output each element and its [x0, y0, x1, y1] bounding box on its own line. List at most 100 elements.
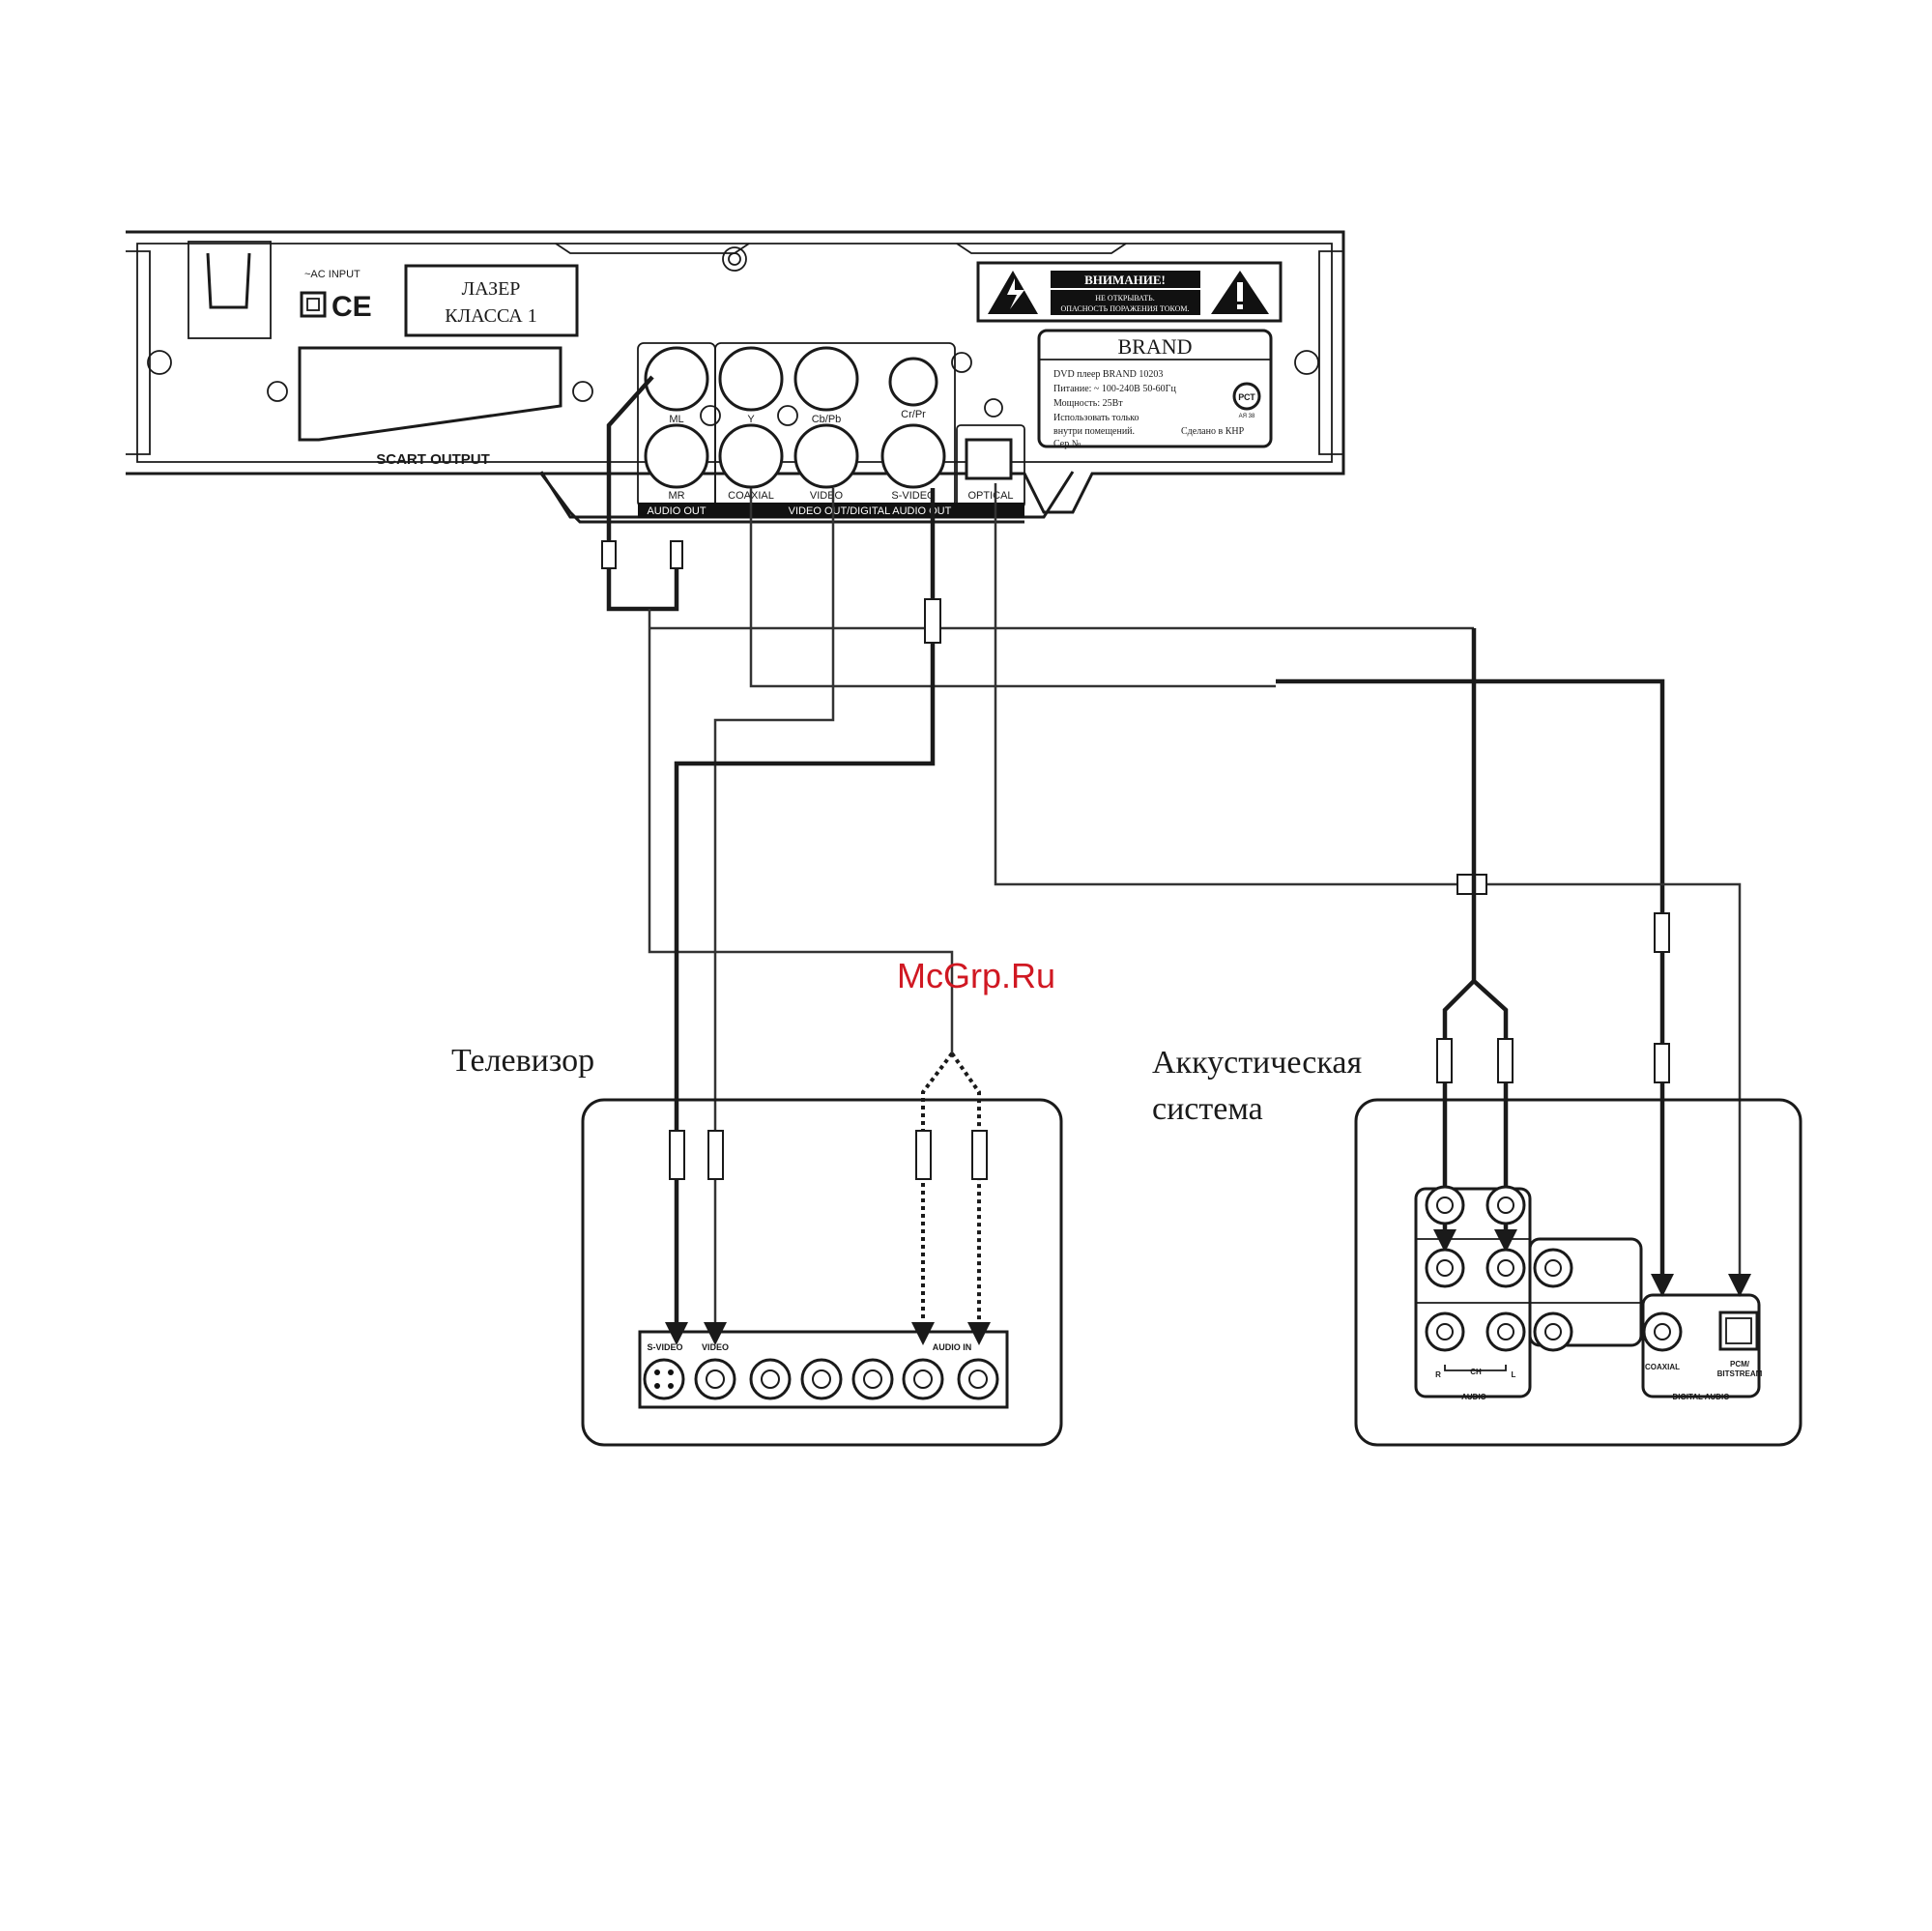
- jack-ml-label: ML: [669, 414, 683, 425]
- plug-icon: [915, 1130, 932, 1180]
- speaker-title-line2: система: [1152, 1091, 1263, 1127]
- group-video-out-label: VIDEO OUT/DIGITAL AUDIO OUT: [789, 505, 952, 517]
- jack-video[interactable]: [793, 423, 859, 489]
- arrow-down-icon: [665, 1322, 688, 1345]
- plug-icon: [670, 540, 683, 569]
- jack-y[interactable]: [718, 346, 784, 412]
- speaker-coaxial-label: COAXIAL: [1645, 1363, 1680, 1371]
- tv-audio-in-label: AUDIO IN: [933, 1342, 972, 1352]
- jack-optical-label: OPTICAL: [967, 490, 1013, 502]
- exclamation-icon: [1237, 282, 1243, 302]
- arrow-down-icon: [1433, 1229, 1456, 1253]
- warning-line1: НЕ ОТКРЫВАТЬ.: [1095, 294, 1154, 303]
- plug-icon: [1436, 1038, 1453, 1083]
- jack-cb-pb[interactable]: [793, 346, 859, 412]
- speaker-digital-audio-label: DIGITAL AUDIO: [1673, 1393, 1730, 1401]
- jack-cr-pr-label: Cr/Pr: [901, 409, 926, 420]
- warning-sticker: ВНИМАНИЕ! НЕ ОТКРЫВАТЬ. ОПАСНОСТЬ ПОРАЖЕ…: [976, 261, 1283, 323]
- jack-cb-pb-label: Cb/Pb: [812, 414, 842, 425]
- tv-s-video-label: S-VIDEO: [647, 1342, 682, 1352]
- speaker-pcm-line2: BITSTREAM: [1717, 1369, 1763, 1378]
- cert-mark: РСТ: [1238, 392, 1255, 402]
- laser-label-line1: ЛАЗЕР: [462, 278, 521, 300]
- jack-s-video-label: S-VIDEO: [891, 490, 936, 502]
- scart-output-label: SCART OUTPUT: [376, 451, 490, 468]
- screw-left-icon: [147, 350, 172, 375]
- spec-serial: Сер.№: [1053, 439, 1081, 449]
- dvd-player-rear-panel: ~AC INPUT CE ЛАЗЕР КЛАССА 1 SCART OUTPUT…: [126, 230, 1345, 524]
- arrow-down-icon: [1651, 1274, 1674, 1297]
- ce-mark: CE: [332, 291, 372, 323]
- cable-speaker-trunk: [1442, 628, 1509, 1232]
- speaker-pcm-line1: PCM/: [1730, 1360, 1750, 1369]
- plug-icon: [1654, 912, 1670, 953]
- jack-video-label: VIDEO: [810, 490, 844, 502]
- plug-icon: [924, 598, 941, 644]
- arrow-down-icon: [1494, 1229, 1517, 1253]
- jack-optical[interactable]: [965, 438, 1013, 480]
- jack-s-video[interactable]: [880, 423, 946, 489]
- spec-line5: внутри помещений.: [1053, 426, 1135, 437]
- tv-title: Телевизор: [451, 1043, 594, 1079]
- plug-icon: [601, 540, 617, 569]
- jack-cr-pr[interactable]: [888, 357, 938, 407]
- screw-icon: [951, 352, 972, 373]
- jack-y-label: Y: [747, 414, 755, 425]
- tv-device: Телевизор S-VIDEO VIDEO AUDIO IN: [451, 1043, 1063, 1447]
- laser-class-label: [404, 264, 579, 337]
- spec-line4: Использовать только: [1053, 413, 1139, 423]
- lightning-icon: [1007, 278, 1024, 309]
- cable-audio-in-split: [921, 1052, 981, 1324]
- scart-connector: [298, 346, 562, 442]
- screw-top-icon: [722, 246, 747, 272]
- jack-coaxial[interactable]: [718, 423, 784, 489]
- double-insulation-icon: [300, 291, 327, 318]
- speaker-ch-label: CH: [1470, 1368, 1482, 1376]
- speaker-l-label: L: [1512, 1370, 1516, 1379]
- ac-input-socket: [187, 241, 272, 339]
- plug-icon: [707, 1130, 724, 1180]
- warning-line2: ОПАСНОСТЬ ПОРАЖЕНИЯ ТОКОМ.: [1060, 304, 1189, 313]
- rating-plate: BRAND DVD плеер BRAND 10203 Питание: ~ 1…: [1037, 329, 1273, 449]
- cert-code: АЯ 38: [1239, 414, 1255, 419]
- screw-icon: [984, 398, 1003, 418]
- arrow-down-icon: [704, 1322, 727, 1345]
- speaker-system-device: Аккустическая система R CH L AUDIO: [1152, 1045, 1802, 1447]
- tv-s-video-jack[interactable]: [643, 1358, 685, 1400]
- screw-icon: [572, 381, 593, 402]
- cable-coaxial: [749, 488, 1276, 688]
- brand-label: BRAND: [1117, 334, 1192, 359]
- cable-video: [713, 488, 835, 1324]
- spec-made-in: Сделано в КНР: [1181, 426, 1245, 437]
- screw-right-icon: [1294, 350, 1319, 375]
- arrow-down-icon: [1728, 1274, 1751, 1297]
- screw-icon: [267, 381, 288, 402]
- group-audio-out-label: AUDIO OUT: [647, 505, 706, 517]
- ac-input-label: ~AC INPUT: [304, 269, 360, 280]
- jack-mr[interactable]: [644, 423, 709, 489]
- plug-icon: [669, 1130, 685, 1180]
- plug-icon: [1654, 1043, 1670, 1083]
- cable-optical: [994, 483, 1742, 1281]
- speaker-title-line1: Аккустическая: [1152, 1045, 1362, 1081]
- warning-title: ВНИМАНИЕ!: [1084, 273, 1166, 287]
- speaker-audio-label: AUDIO: [1461, 1393, 1486, 1401]
- cable-audio-pair: [606, 375, 679, 612]
- plug-icon: [971, 1130, 988, 1180]
- spec-line1: DVD плеер BRAND 10203: [1053, 369, 1163, 380]
- plug-icon: [1497, 1038, 1514, 1083]
- arrow-down-icon: [911, 1322, 935, 1345]
- arrow-down-icon: [967, 1322, 991, 1345]
- cables: [601, 375, 1751, 1345]
- laser-label-line2: КЛАССА 1: [445, 305, 536, 327]
- jack-mr-label: MR: [668, 490, 684, 502]
- spec-line2: Питание: ~ 100-240В 50-60Гц: [1053, 384, 1176, 394]
- speaker-r-label: R: [1435, 1370, 1441, 1379]
- tv-video-label: VIDEO: [702, 1342, 729, 1352]
- spec-line3: Мощность: 25Вт: [1053, 398, 1123, 409]
- cable-coaxial-to-speakers: [1276, 678, 1665, 1276]
- certification-icon: [1232, 382, 1261, 411]
- jack-ml[interactable]: [644, 346, 709, 412]
